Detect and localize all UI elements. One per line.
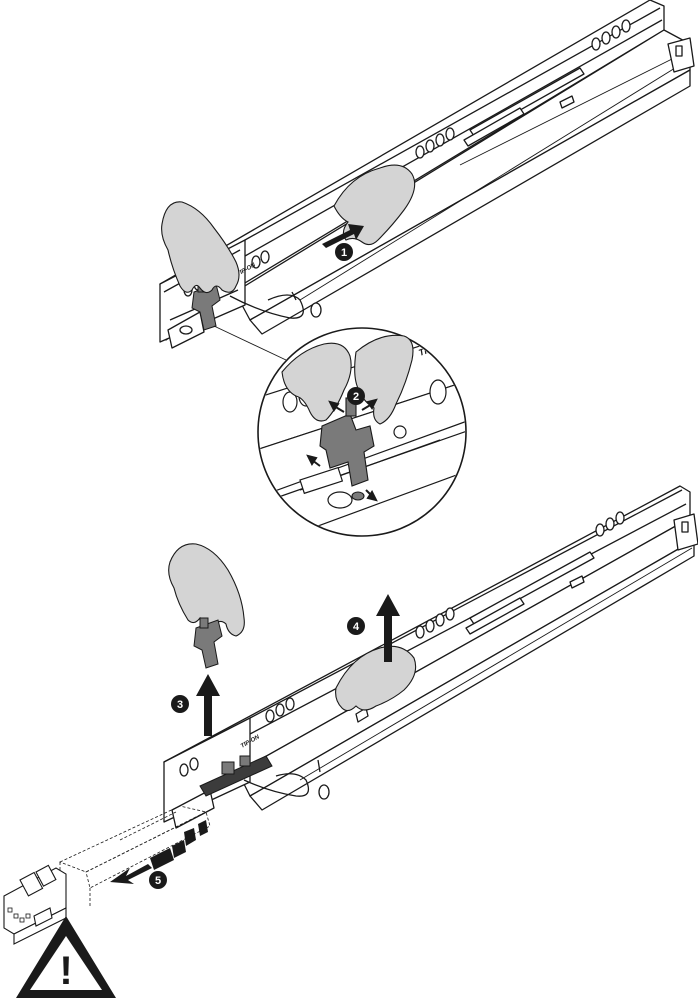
detail-arrows: [306, 398, 378, 502]
hand-holding-part: [168, 543, 245, 637]
hand-left-upper: [161, 201, 240, 294]
lower-coupling-part: [199, 755, 273, 797]
rail-holes-lower: [179, 511, 625, 777]
arrow-step-3: [196, 674, 220, 736]
warning-symbol: !: [59, 949, 72, 993]
detail-locking-part: [319, 397, 375, 501]
upper-drawer-runner: [159, 0, 695, 349]
step-badge-1: 1: [335, 243, 353, 261]
detail-leader-line: [213, 325, 287, 361]
step-number-1: 1: [341, 247, 347, 259]
step-badge-5: 5: [149, 871, 167, 889]
step-number-5: 5: [155, 875, 161, 887]
lower-drawer-runner: [163, 485, 698, 829]
detail-callout: TIP-ON: [257, 327, 467, 537]
arrow-step-1: [322, 224, 364, 248]
hand-right-upper: [333, 164, 416, 246]
step-badge-4: 4: [347, 617, 365, 635]
arrow-step-5: [110, 864, 152, 884]
warning-triangle-icon: !: [16, 916, 116, 998]
step-number-4: 4: [353, 621, 360, 633]
step-number-3: 3: [177, 699, 183, 711]
step-badge-3: 3: [171, 695, 189, 713]
hand-lower-rail: [335, 645, 417, 712]
step-badge-2: 2: [347, 387, 365, 405]
arrow-step-4: [376, 594, 400, 662]
held-locking-part: [193, 617, 223, 669]
removed-end-piece: [3, 864, 67, 945]
dash-bars: [150, 820, 208, 870]
step-number-2: 2: [353, 391, 359, 403]
